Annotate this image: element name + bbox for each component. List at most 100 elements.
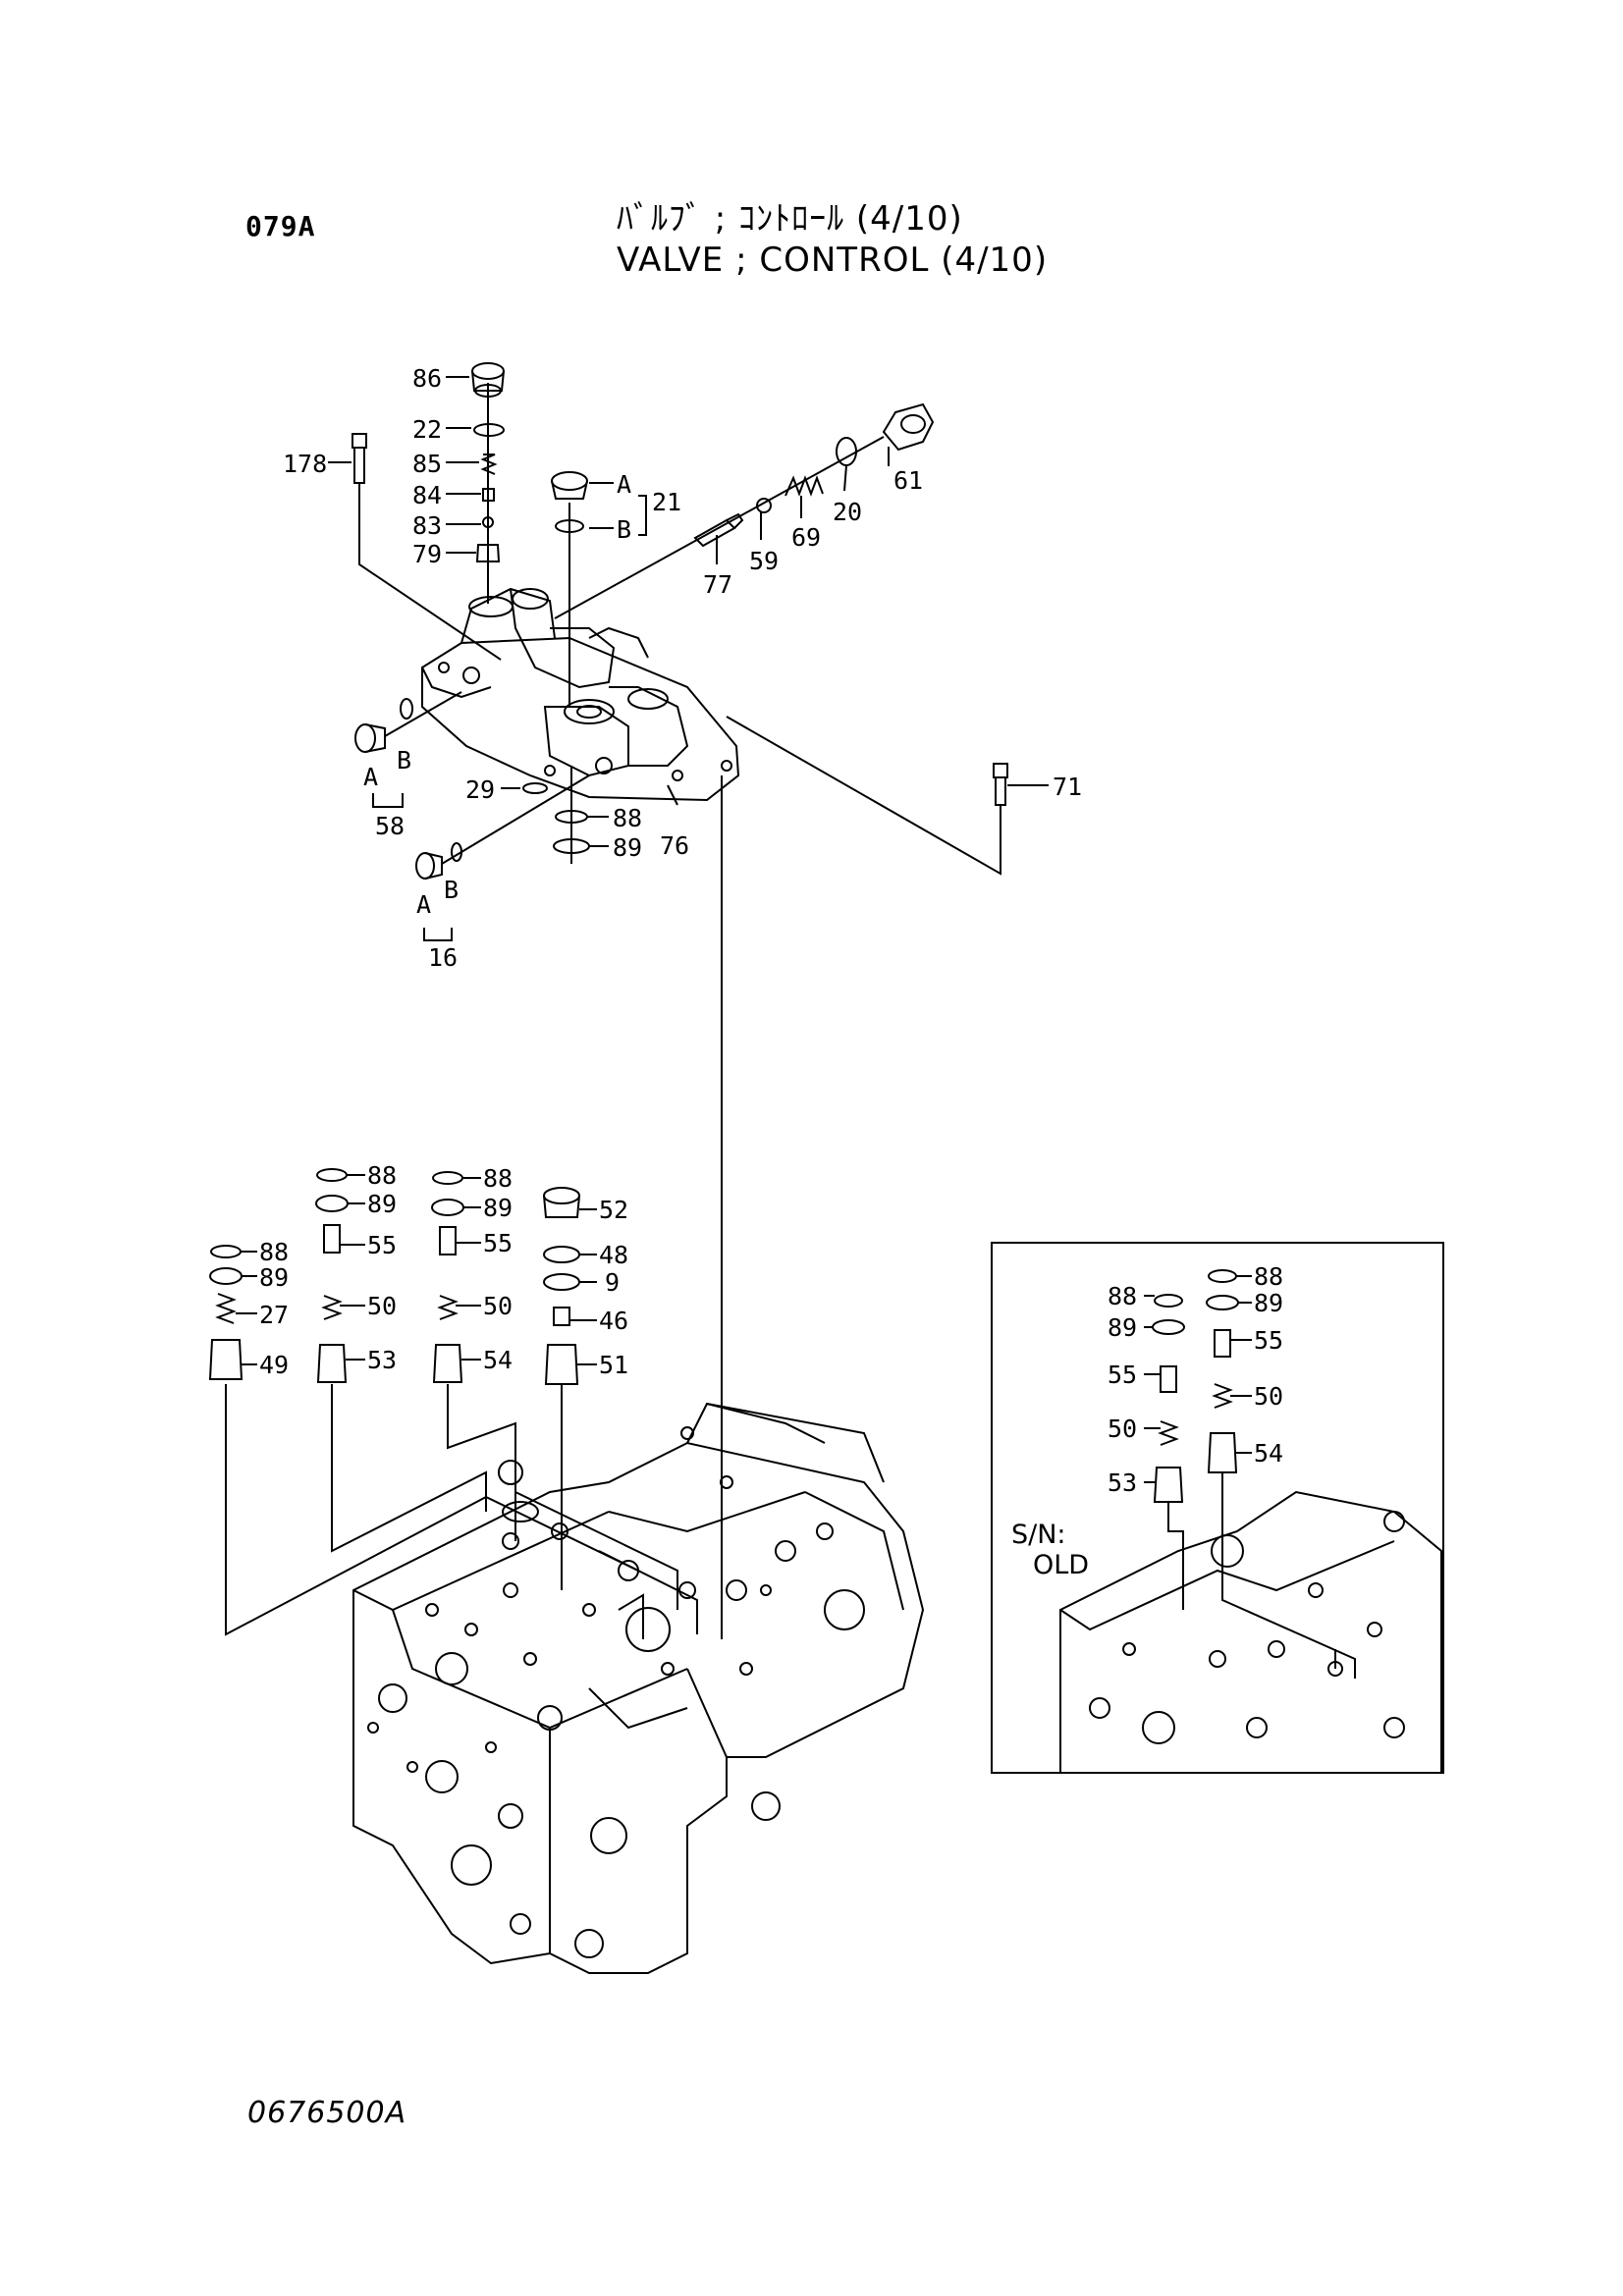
spring-50-c2	[321, 1295, 343, 1320]
o-ring-88-c2	[316, 1168, 348, 1182]
callout-58: 58	[375, 812, 405, 840]
main-valve-body	[352, 1402, 925, 1974]
piston-55-c3	[439, 1226, 457, 1255]
callout-50-c3: 50	[483, 1292, 513, 1320]
ring-89-c1	[209, 1267, 243, 1285]
callout-29: 29	[465, 775, 495, 804]
seat-79	[475, 544, 501, 562]
callout-54: 54	[483, 1346, 513, 1374]
callout-51: 51	[599, 1351, 628, 1379]
callout-22: 22	[412, 415, 442, 444]
inset-callout-88-left: 88	[1108, 1282, 1137, 1310]
sleeve-53	[316, 1344, 348, 1383]
callout-55-c3: 55	[483, 1229, 513, 1257]
inset-spring-50-left	[1158, 1420, 1179, 1446]
ring-89-c3	[431, 1199, 464, 1216]
inset-ring-89-right	[1206, 1295, 1239, 1310]
callout-21-a: A	[617, 470, 631, 499]
o-ring-29	[522, 782, 548, 794]
bolt-71	[993, 763, 1008, 806]
callout-53: 53	[367, 1346, 397, 1374]
callout-50-c2: 50	[367, 1292, 397, 1320]
callout-89-c3: 89	[483, 1194, 513, 1222]
inset-sn-value: OLD	[1033, 1550, 1089, 1580]
callout-86: 86	[412, 364, 442, 393]
page-code: 079A	[245, 210, 316, 242]
plug-58	[354, 698, 413, 753]
callout-52: 52	[599, 1196, 628, 1224]
callout-89-c1: 89	[259, 1263, 289, 1292]
callout-27: 27	[259, 1301, 289, 1329]
inset-callout-50-right: 50	[1254, 1382, 1283, 1411]
spring-69	[784, 475, 824, 497]
plug-16	[415, 842, 462, 880]
callout-76: 76	[660, 831, 689, 860]
callout-55-c2: 55	[367, 1231, 397, 1259]
callout-89-c2: 89	[367, 1190, 397, 1218]
inset-o-ring-88-left	[1154, 1294, 1183, 1308]
cover-block-76	[421, 587, 740, 802]
sleeve-54	[432, 1344, 463, 1383]
inset-callout-89-left: 89	[1108, 1313, 1137, 1342]
callout-58-a: A	[363, 763, 378, 791]
inset-piston-55-right	[1214, 1329, 1231, 1358]
o-ring-9	[543, 1273, 580, 1291]
o-ring-88-c1	[210, 1245, 242, 1258]
callout-48: 48	[599, 1241, 628, 1269]
callout-71: 71	[1053, 773, 1082, 801]
callout-89-upper: 89	[613, 833, 642, 862]
bolt-178	[352, 433, 367, 484]
inset-callout-55-left: 55	[1108, 1361, 1137, 1389]
callout-21-b: B	[617, 515, 631, 544]
callout-46: 46	[599, 1307, 628, 1335]
callout-69: 69	[791, 523, 821, 552]
piston-55-c2	[323, 1224, 341, 1254]
callout-59: 59	[749, 547, 779, 575]
inset-callout-54: 54	[1254, 1439, 1283, 1468]
callout-58-b: B	[397, 746, 411, 774]
callout-16-a: A	[416, 890, 431, 919]
callout-88-upper: 88	[613, 804, 642, 832]
inset-sn-label: S/N:	[1011, 1520, 1066, 1550]
plug-61	[882, 402, 935, 452]
callout-49: 49	[259, 1351, 289, 1379]
callout-84: 84	[412, 481, 442, 509]
callout-16: 16	[428, 943, 458, 972]
title-english: VALVE ; CONTROL (4/10)	[617, 240, 1049, 280]
ring-89-c2	[315, 1195, 349, 1212]
inset-callout-89-right: 89	[1254, 1289, 1283, 1317]
callout-79: 79	[412, 540, 442, 568]
bracket-16	[423, 928, 453, 941]
callout-20: 20	[833, 498, 862, 526]
inset-sleeve-54	[1207, 1432, 1238, 1473]
callout-88-c3: 88	[483, 1164, 513, 1193]
spool-49	[208, 1339, 243, 1380]
callout-88-c1: 88	[259, 1238, 289, 1266]
inset-piston-55-left	[1160, 1365, 1177, 1393]
inset-body	[1059, 1490, 1442, 1774]
bracket-58	[372, 793, 404, 808]
part-46	[553, 1307, 570, 1326]
figure-number: 0676500A	[247, 2096, 407, 2130]
spring-50-c3	[437, 1295, 459, 1320]
inset-callout-53: 53	[1108, 1468, 1137, 1497]
inset-sleeve-53	[1153, 1467, 1184, 1503]
callout-21: 21	[652, 488, 681, 516]
inset-callout-50-left: 50	[1108, 1415, 1137, 1443]
inset-callout-55-right: 55	[1254, 1326, 1283, 1355]
callout-85: 85	[412, 450, 442, 478]
title-japanese: ﾊﾞﾙﾌﾞ ; ｺﾝﾄﾛｰﾙ (4/10)	[617, 199, 963, 239]
callout-83: 83	[412, 511, 442, 540]
o-ring-88-c3	[432, 1171, 463, 1185]
ring-48	[543, 1246, 580, 1263]
callout-16-b: B	[444, 876, 459, 904]
relief-cartridge-77	[693, 512, 744, 548]
inset-spring-50-right	[1212, 1383, 1233, 1409]
callout-88-c2: 88	[367, 1161, 397, 1190]
inset-ring-89-left	[1152, 1319, 1185, 1335]
body-51	[544, 1344, 579, 1385]
plug-52	[543, 1187, 580, 1218]
washer-59	[756, 498, 772, 513]
bracket-21	[638, 495, 647, 536]
